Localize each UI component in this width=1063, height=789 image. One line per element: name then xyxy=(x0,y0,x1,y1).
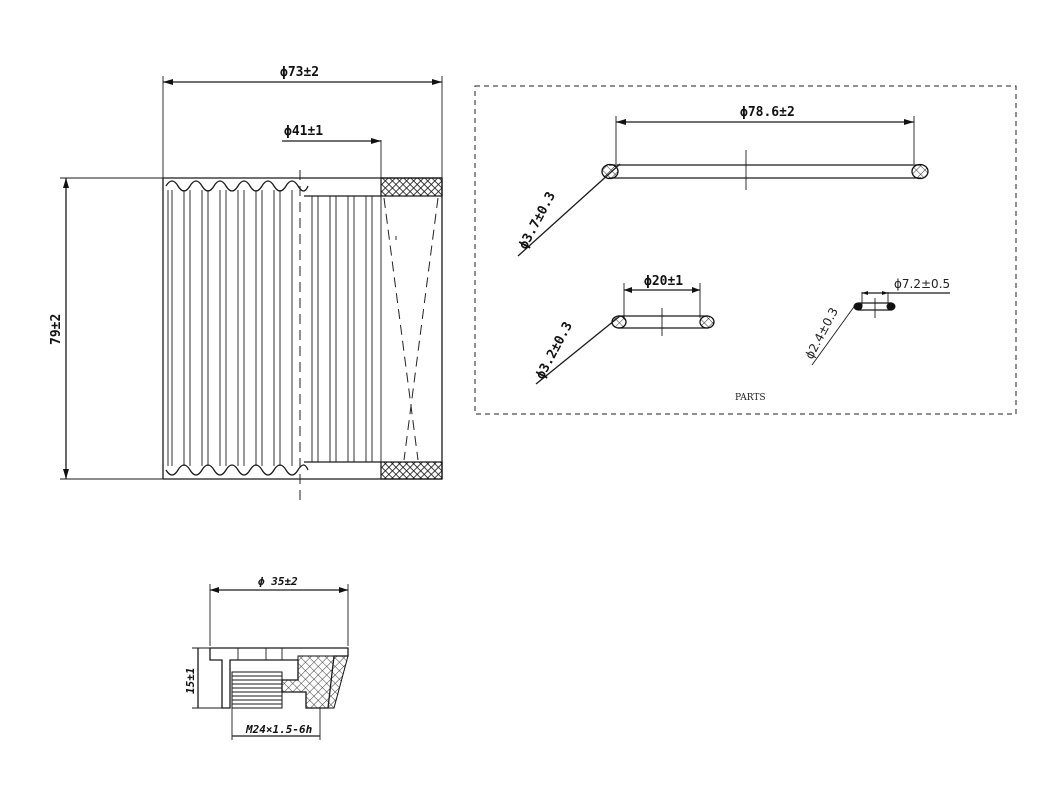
outer-diameter-dimension: ϕ73±2 xyxy=(162,65,443,178)
medium-ring-section-label: ϕ3.2±0.3 xyxy=(533,320,576,382)
filter-element-drawing: ϕ73±2 ϕ41±1 79±2 xyxy=(49,65,443,505)
small-o-ring: ϕ7.2±0.5 ϕ2.4±0.3 xyxy=(802,277,950,366)
medium-o-ring: ϕ20±1 ϕ3.2±0.3 xyxy=(533,274,715,385)
parts-panel: ϕ78.6±2 ϕ3.7±0.3 ϕ20±1 ϕ3.2±0.3 xyxy=(474,85,1017,415)
inner-diameter-label: ϕ41±1 xyxy=(284,124,323,139)
large-ring-section-label: ϕ3.7±0.3 xyxy=(516,190,559,252)
height-label: 79±2 xyxy=(49,314,64,345)
top-end-cap xyxy=(380,177,443,197)
inner-core xyxy=(304,178,382,479)
outer-diameter-label: ϕ73±2 xyxy=(280,65,319,80)
cap-height-label: 15±1 xyxy=(184,668,197,695)
inner-diameter-dimension: ϕ41±1 xyxy=(282,124,382,178)
parts-caption: PARTS xyxy=(735,393,766,403)
small-ring-diameter-label: ϕ7.2±0.5 xyxy=(894,277,950,291)
pleated-media xyxy=(165,180,309,476)
cap-drawing: ϕ 35±2 15±1 xyxy=(184,575,349,740)
medium-ring-diameter-label: ϕ20±1 xyxy=(644,274,683,289)
large-o-ring: ϕ78.6±2 ϕ3.7±0.3 xyxy=(516,105,929,257)
bottom-end-cap xyxy=(380,461,443,480)
cap-diameter-label: ϕ 35±2 xyxy=(258,575,298,588)
cap-thread-label: M24×1.5-6h xyxy=(245,723,313,736)
hidden-lines xyxy=(383,197,439,461)
height-dimension: 79±2 xyxy=(49,177,163,480)
parts-border xyxy=(474,85,1017,415)
cap-thread xyxy=(231,671,283,709)
large-ring-diameter-label: ϕ78.6±2 xyxy=(740,105,795,120)
